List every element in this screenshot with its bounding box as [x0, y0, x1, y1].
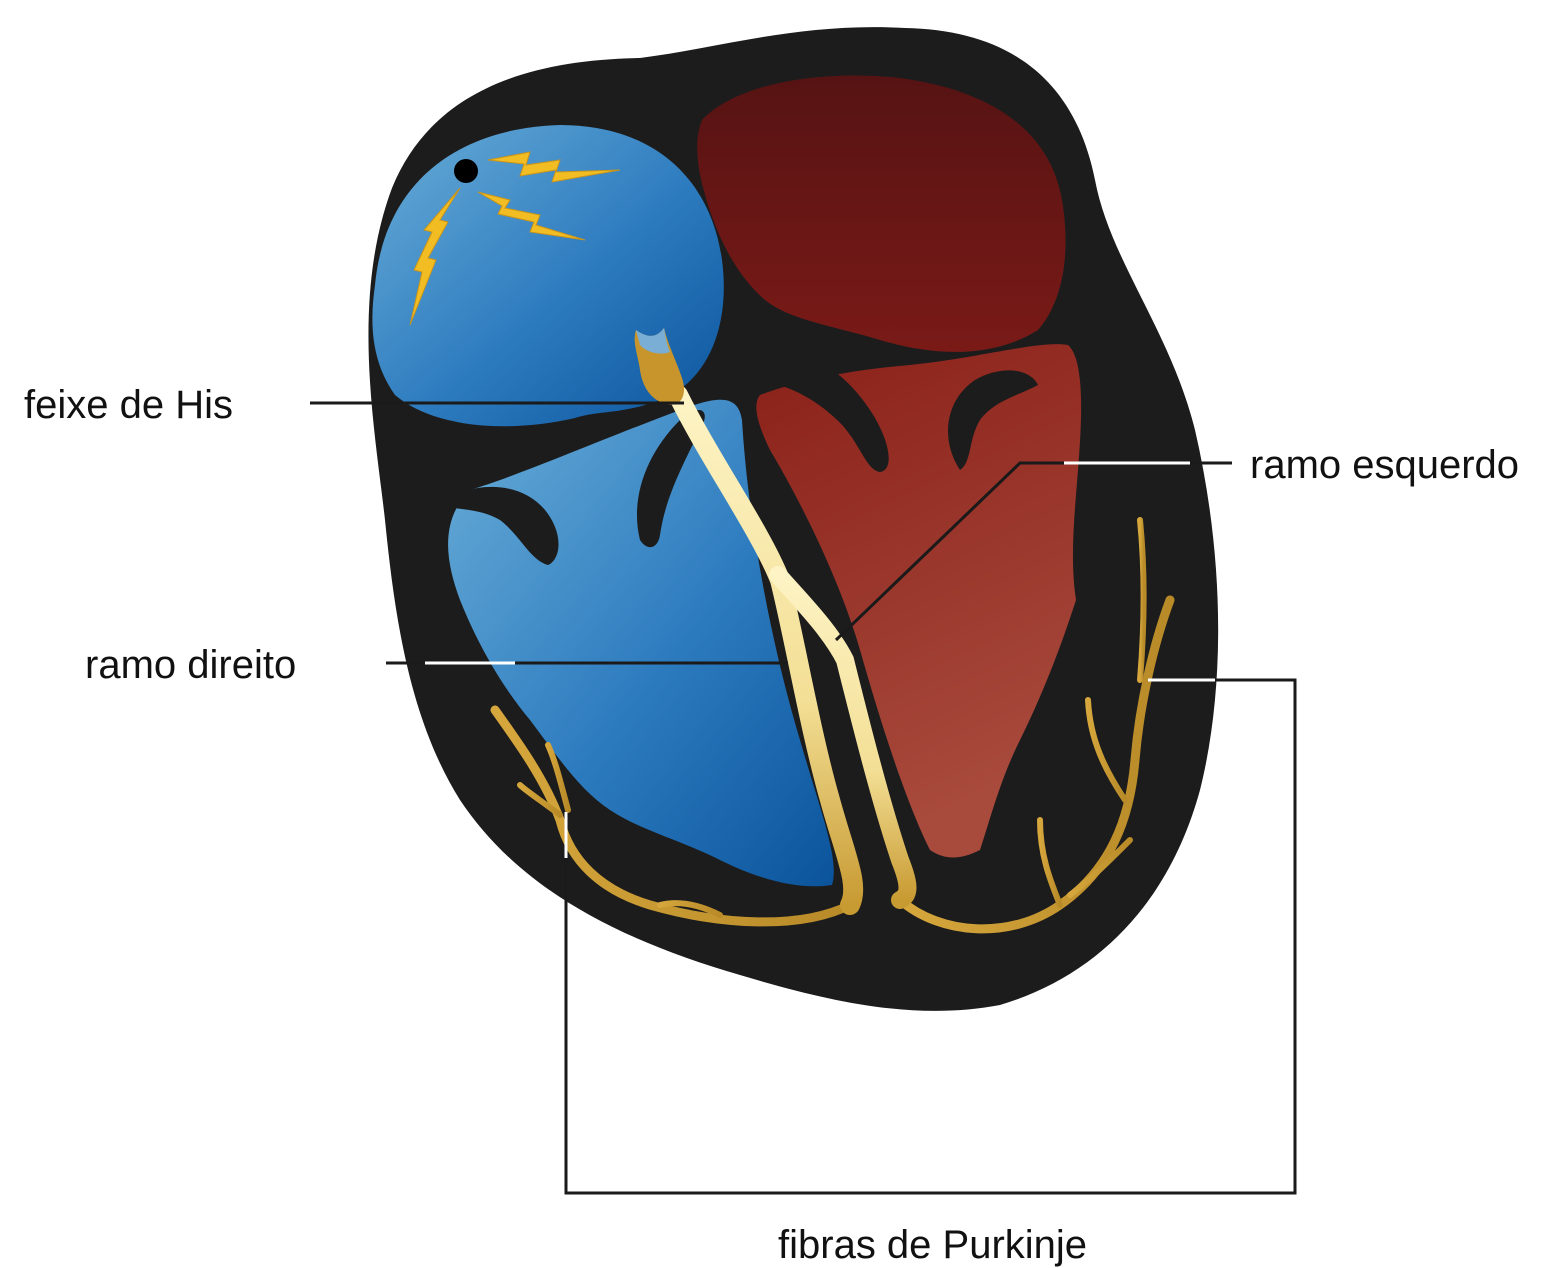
label-right-bundle-branch: ramo direito: [85, 643, 296, 687]
sa-node: [454, 159, 478, 183]
label-left-bundle-branch: ramo esquerdo: [1250, 443, 1519, 487]
label-bundle-of-his: feixe de His: [24, 383, 233, 427]
label-purkinje-fibers: fibras de Purkinje: [778, 1223, 1087, 1267]
